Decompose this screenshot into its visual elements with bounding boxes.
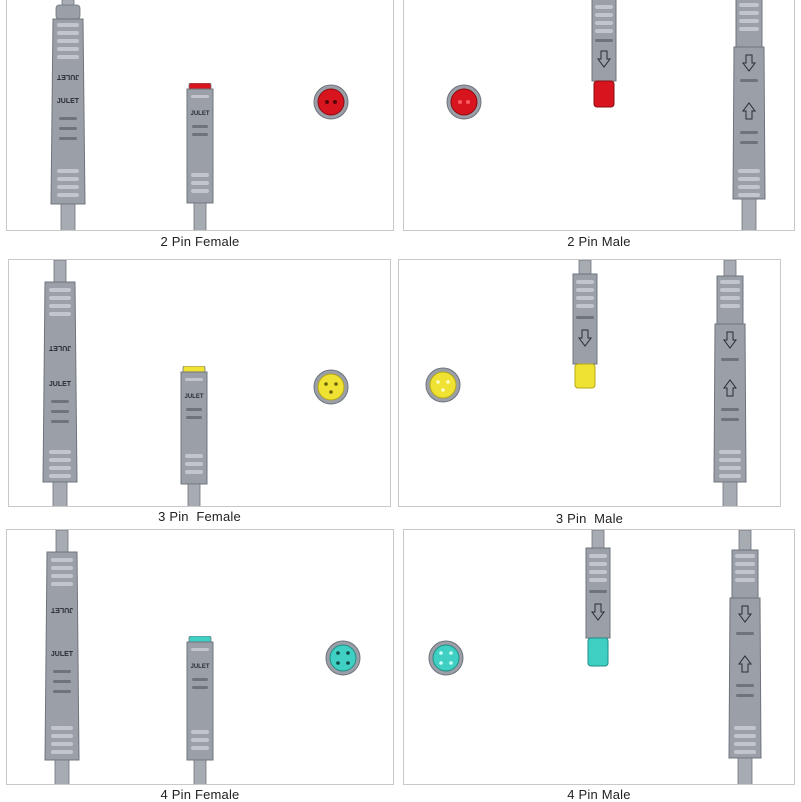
caption-4-pin-male: 4 Pin Male — [567, 787, 631, 802]
arrow-icon — [723, 331, 737, 349]
socket-face-icon — [325, 640, 361, 676]
brand-label: JULET — [48, 344, 71, 351]
caption-4-pin-female: 4 Pin Female — [160, 787, 240, 802]
arrow-icon — [742, 54, 756, 72]
long-male-connector — [728, 0, 770, 230]
panel-2-pin-female: JULET JULET JULET — [6, 0, 394, 231]
brand-label: JULET — [184, 394, 203, 400]
long-male-connector — [709, 260, 751, 506]
brand-label: JULET — [57, 98, 80, 105]
male-plug-connector — [565, 260, 605, 390]
brand-label: JULET — [56, 73, 79, 80]
short-female-connector: JULET — [183, 636, 217, 784]
arrow-icon — [742, 102, 756, 120]
socket-face-icon — [313, 369, 349, 405]
arrow-icon — [578, 329, 592, 347]
brand-label: JULET — [190, 111, 209, 117]
long-female-connector: JULET JULET — [41, 530, 83, 784]
arrow-icon — [738, 655, 752, 673]
long-female-connector: JULET JULET — [47, 0, 89, 230]
caption-3-pin-male: 3 Pin Male — [555, 511, 624, 526]
arrow-icon — [723, 379, 737, 397]
brand-label: JULET — [51, 651, 74, 658]
socket-face-icon — [313, 84, 349, 120]
male-plug-connector — [578, 530, 618, 670]
arrow-icon — [738, 605, 752, 623]
caption-2-pin-female: 2 Pin Female — [160, 234, 240, 249]
brand-label: JULET — [50, 606, 73, 613]
arrow-icon — [597, 50, 611, 68]
panel-4-pin-male — [403, 529, 795, 785]
socket-face-icon — [446, 84, 482, 120]
socket-face-icon — [428, 640, 464, 676]
caption-3-pin-female: 3 Pin Female — [158, 509, 241, 524]
panel-3-pin-male — [398, 259, 781, 507]
long-female-connector: JULET JULET — [39, 260, 81, 506]
caption-2-pin-male: 2 Pin Male — [567, 234, 631, 249]
panel-2-pin-male — [403, 0, 795, 231]
brand-label: JULET — [49, 381, 72, 388]
male-plug-connector — [584, 0, 624, 109]
arrow-icon — [591, 603, 605, 621]
short-female-connector: JULET — [183, 83, 217, 230]
brand-label: JULET — [190, 664, 209, 670]
long-male-connector — [724, 530, 766, 784]
short-female-connector: JULET — [177, 366, 211, 506]
socket-face-icon — [425, 367, 461, 403]
panel-3-pin-female: JULET JULET JULET — [8, 259, 391, 507]
panel-4-pin-female: JULET JULET JULET — [6, 529, 394, 785]
